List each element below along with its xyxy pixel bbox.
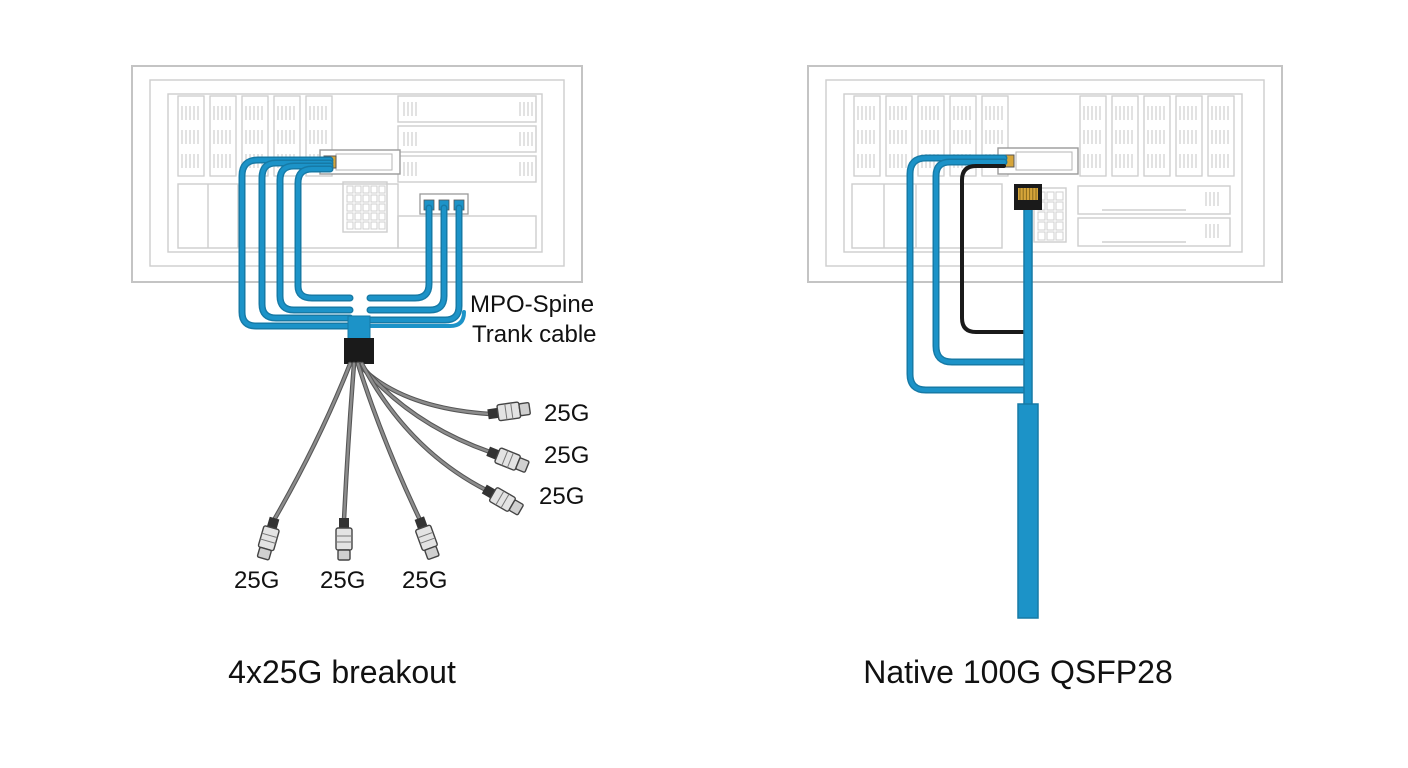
trunk-label-line2: Trank cable [472,321,597,348]
leg-label-6: 25G [402,567,447,594]
qsfp28-connector [1014,184,1042,619]
right-caption: Native 100G QSFP28 [863,654,1172,690]
leg-label-3: 25G [539,483,584,510]
leg-label-5: 25G [320,567,365,594]
right-fiber-loops [906,154,1030,394]
leg-label-1: 25G [544,400,589,427]
right-switch-chassis [807,65,1283,283]
left-fiber-loops [238,156,466,330]
leg-label-2: 25G [544,442,589,469]
breakout-legs [256,361,531,561]
mpo-trunk-connector [344,315,374,364]
left-switch-chassis [131,65,583,283]
leg-label-4: 25G [234,567,279,594]
trunk-label-line1: MPO-Spine [470,291,594,318]
left-caption: 4x25G breakout [228,654,456,690]
